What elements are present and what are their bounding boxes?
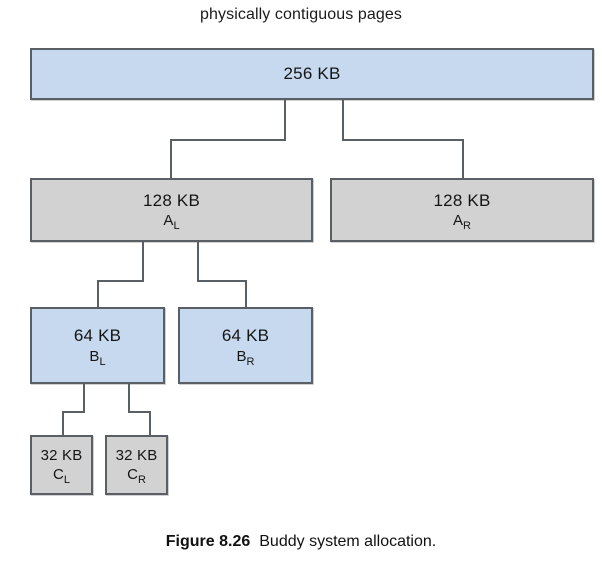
edge-root-ar-drop [462,139,464,178]
edge-al-bl-stub [142,242,144,281]
diagram-title: physically contiguous pages [200,6,402,23]
figure-caption: Figure 8.26 Buddy system allocation. [0,533,602,551]
node-128kb-ar-size: 128 KB [433,190,491,210]
edge-bl-cl-span [62,411,85,413]
edge-al-bl-drop [97,280,99,308]
edge-al-br-span [197,280,247,282]
edge-bl-cl-stub [83,384,85,412]
edge-root-al-drop [170,139,172,178]
node-64kb-br[interactable]: 64 KB BR [178,307,313,384]
node-128kb-al[interactable]: 128 KB AL [30,178,313,242]
node-64kb-bl-size: 64 KB [73,326,122,346]
edge-root-ar-stub [342,100,344,140]
edge-bl-cr-drop [149,411,151,435]
edge-al-br-drop [245,280,247,308]
edge-al-br-stub [197,242,199,281]
node-128kb-al-tag: AL [163,212,180,233]
node-32kb-cl[interactable]: 32 KB CL [30,435,93,495]
node-128kb-al-size: 128 KB [143,190,200,210]
edge-root-ar-span [342,139,464,141]
node-256kb[interactable]: 256 KB [30,48,594,100]
node-64kb-bl[interactable]: 64 KB BL [30,307,165,384]
node-64kb-br-size: 64 KB [221,326,270,346]
edge-root-al-span [170,139,286,141]
node-128kb-ar[interactable]: 128 KB AR [330,178,594,242]
node-32kb-cr-tag: CR [127,466,146,486]
node-64kb-br-tag: BR [236,347,255,368]
node-128kb-ar-tag: AR [453,212,471,233]
node-64kb-bl-tag: BL [89,347,106,368]
edge-root-al-stub [284,100,286,140]
figure-number: Figure 8.26 [165,533,251,550]
edge-bl-cr-stub [128,384,130,412]
figure-caption-text: Buddy system allocation. [259,533,437,550]
node-32kb-cl-tag: CL [53,466,70,486]
edge-bl-cl-drop [62,411,64,435]
edge-bl-cr-span [128,411,151,413]
edge-al-bl-span [97,280,144,282]
node-32kb-cr[interactable]: 32 KB CR [105,435,168,495]
node-32kb-cl-size: 32 KB [40,446,83,464]
node-256kb-size: 256 KB [283,64,341,84]
node-32kb-cr-size: 32 KB [115,446,158,464]
